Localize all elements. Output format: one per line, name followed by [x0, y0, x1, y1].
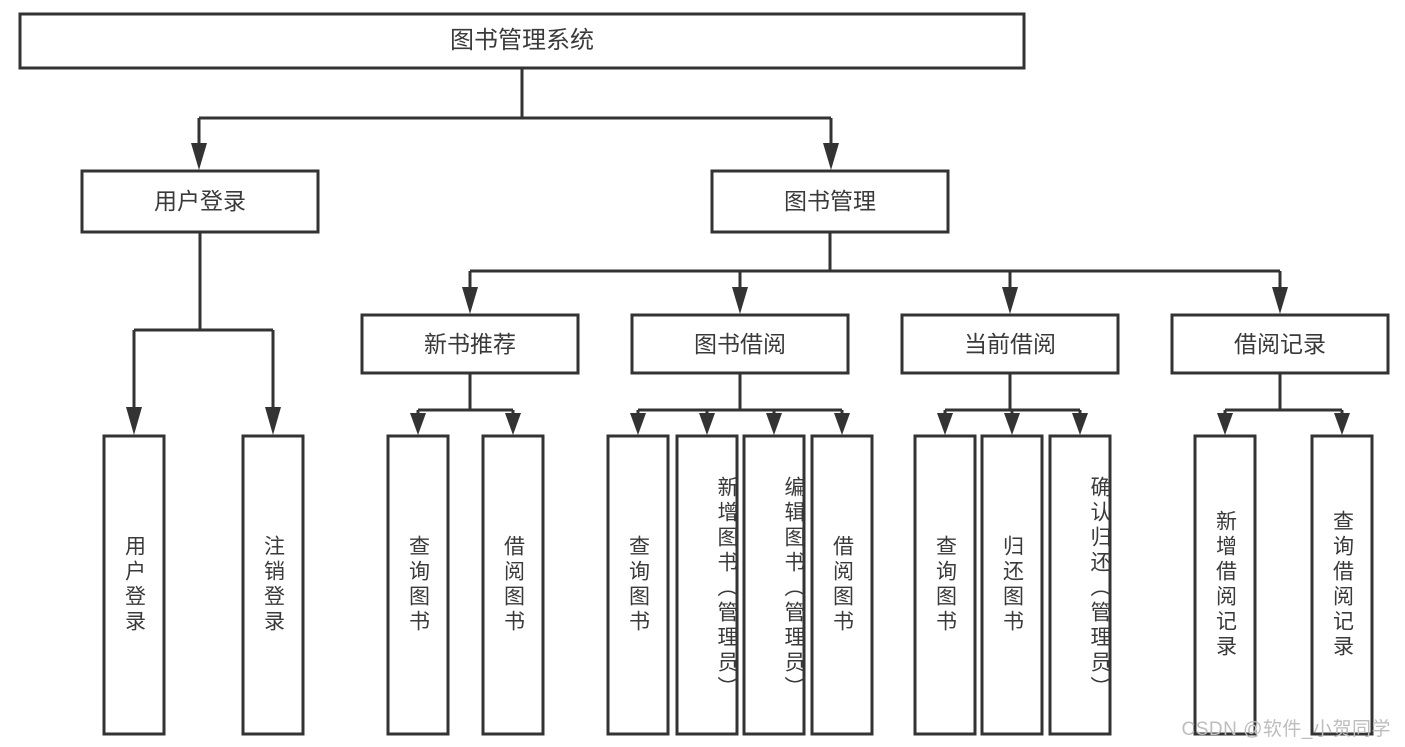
arrow-to-leaf-user-login: [126, 407, 142, 435]
arrow-to-user-login: [191, 143, 207, 170]
node-new-book-box[interactable]: [360, 313, 580, 375]
arrow-nb-leaf-2: [505, 413, 521, 435]
leaf-box-bb-borrow-book[interactable]: [810, 434, 874, 736]
arrow-to-borrow-record: [1272, 287, 1288, 314]
arrow-nb-leaf-1: [410, 413, 426, 435]
arrow-to-book-manage: [823, 143, 839, 170]
leaf-box-cb-query-book[interactable]: [913, 434, 977, 736]
leaf-box-logout[interactable]: [241, 434, 305, 736]
leaf-box-bb-add-book[interactable]: [675, 434, 739, 736]
leaf-box-nb-borrow-book[interactable]: [481, 434, 545, 736]
arrow-cb-leaf-1: [937, 413, 953, 435]
leaf-box-br-add-record[interactable]: [1193, 434, 1257, 736]
leaf-box-cb-confirm-return[interactable]: [1048, 434, 1112, 736]
node-book-manage-box[interactable]: [710, 169, 950, 234]
node-current-borrow-box[interactable]: [900, 313, 1120, 375]
arrow-bb-leaf-2: [699, 413, 715, 435]
arrow-to-new-book: [462, 287, 478, 314]
leaf-box-br-query-record[interactable]: [1310, 434, 1374, 736]
node-root-box[interactable]: [18, 12, 1026, 70]
arrow-bb-leaf-3: [766, 413, 782, 435]
leaf-box-bb-edit-book[interactable]: [742, 434, 806, 736]
arrow-to-current-borrow: [1002, 287, 1018, 314]
arrow-to-leaf-logout: [265, 407, 281, 435]
arrow-br-leaf-1: [1217, 413, 1233, 435]
leaf-box-bb-query-book[interactable]: [606, 434, 670, 736]
node-book-borrow-box[interactable]: [630, 313, 850, 375]
arrow-bb-leaf-1: [630, 413, 646, 435]
node-borrow-record-box[interactable]: [1170, 313, 1390, 375]
leaf-box-cb-return-book[interactable]: [980, 434, 1044, 736]
arrow-cb-leaf-3: [1072, 413, 1088, 435]
leaf-box-user-login[interactable]: [102, 434, 166, 736]
arrow-bb-leaf-4: [834, 413, 850, 435]
arrow-to-book-borrow: [732, 287, 748, 314]
node-user-login-box[interactable]: [80, 169, 320, 234]
arrow-br-leaf-2: [1334, 413, 1350, 435]
leaf-box-nb-query-book[interactable]: [386, 434, 450, 736]
arrow-cb-leaf-2: [1004, 413, 1020, 435]
